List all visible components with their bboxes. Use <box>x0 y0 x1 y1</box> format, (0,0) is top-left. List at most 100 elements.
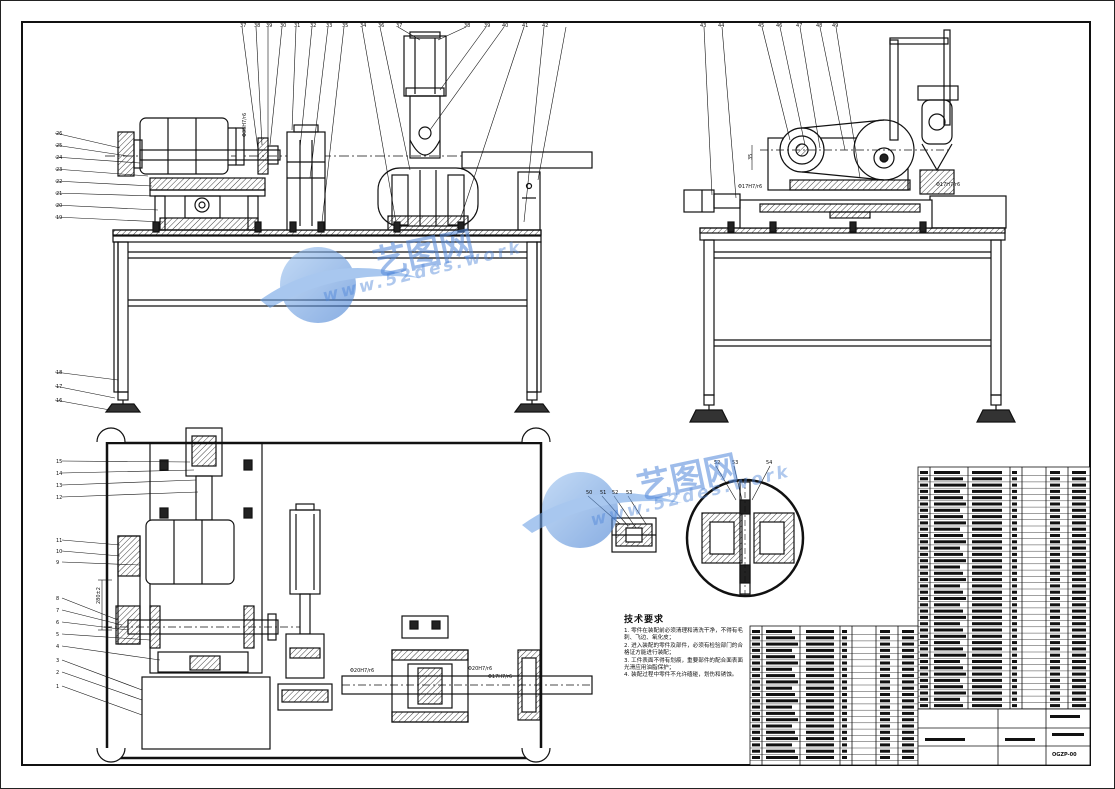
bom-cell <box>925 738 965 741</box>
bom-cell <box>920 678 928 682</box>
bom-cell <box>766 680 798 684</box>
bom-cell <box>1050 603 1060 607</box>
bom-cell <box>752 737 760 741</box>
bom-cell <box>934 571 963 575</box>
bom-cell <box>934 483 966 487</box>
bom-cell <box>920 647 928 651</box>
bom-cell <box>842 648 847 652</box>
bom-cell <box>1012 477 1017 481</box>
bom-cell <box>766 749 795 753</box>
tech-line-4: 4. 装配过程中零件不允许磕碰，划伤和锈蚀。 <box>624 672 738 679</box>
bom-cell <box>842 705 847 709</box>
bom-cell <box>934 527 960 531</box>
bom-cell <box>1012 584 1017 588</box>
callout-label: 38 <box>464 23 470 29</box>
bom-cell <box>880 749 890 753</box>
callout-label: 47 <box>796 23 802 29</box>
bom-cell <box>934 578 966 582</box>
bom-cell <box>902 730 914 734</box>
bom-cell <box>752 705 760 709</box>
bom-cell <box>1072 546 1086 550</box>
bom-cell <box>1050 641 1060 645</box>
fit-label: Φ17H7/r6 <box>936 182 960 188</box>
bom-cell <box>842 737 847 741</box>
bom-cell <box>1072 634 1086 638</box>
bom-cell <box>934 666 963 670</box>
callout-label: 53 <box>626 490 632 496</box>
callout-label: 35 <box>342 23 348 29</box>
bom-cell <box>752 756 760 759</box>
bom-cell <box>1050 559 1060 563</box>
bom-cell <box>920 609 928 613</box>
bom-cell <box>920 660 928 663</box>
bom-cell <box>1050 660 1060 663</box>
bom-cell <box>752 699 760 703</box>
bom-cell <box>972 471 1002 474</box>
bom-cell <box>806 749 834 753</box>
bom-cell <box>1050 715 1080 718</box>
bom-cell <box>920 527 928 531</box>
bom-cell <box>972 477 1002 481</box>
bom-cell <box>972 672 1002 676</box>
bom-cell <box>880 648 890 652</box>
bom-cell <box>920 634 928 638</box>
bom-cell <box>842 699 847 703</box>
bom-cell <box>880 630 890 633</box>
bom-cell <box>1012 691 1017 695</box>
callout-label: 25 <box>56 143 62 149</box>
bom-cell <box>934 615 966 619</box>
bom-cell <box>1012 678 1017 682</box>
bom-cell <box>972 527 1002 531</box>
bom-cell <box>1012 546 1017 550</box>
bom-cell <box>842 693 847 696</box>
bom-cell <box>920 628 928 632</box>
bom-cell <box>842 674 847 678</box>
dimension-label: 280±2 <box>96 587 102 604</box>
callout-label: 44 <box>718 23 724 29</box>
bom-cell <box>1050 615 1060 619</box>
callout-label: 49 <box>832 23 838 29</box>
callout-label: 36 <box>378 23 384 29</box>
callout-label: 33 <box>326 23 332 29</box>
callout-label: 19 <box>56 215 62 221</box>
bom-cell <box>1050 647 1060 651</box>
bom-cell <box>920 685 928 689</box>
bom-cell <box>766 648 792 652</box>
bom-cell <box>934 540 966 544</box>
bom-cell <box>806 693 834 696</box>
bom-cell <box>880 655 890 659</box>
bom-cell <box>920 515 928 519</box>
bom-cell <box>842 667 847 671</box>
bom-cell <box>1050 546 1060 550</box>
bom-cell <box>1050 685 1060 689</box>
fit-label: Φ35H7/r6 <box>242 113 248 137</box>
callout-label: 38 <box>254 23 260 29</box>
bom-cell <box>1012 672 1017 676</box>
bom-cell <box>934 704 963 708</box>
bom-cell <box>972 660 1002 663</box>
bom-cell <box>766 705 792 709</box>
bom-cell <box>842 756 847 759</box>
bom-cell <box>1050 527 1060 531</box>
bom-cell <box>972 534 1002 537</box>
bom-cell <box>1072 521 1086 525</box>
bom-cell <box>766 674 795 678</box>
bom-cell <box>1050 628 1060 632</box>
bom-cell <box>1050 477 1060 481</box>
bom-cell <box>972 597 1002 600</box>
bom-cell <box>806 724 834 728</box>
tech-line-3: 3. 工件表面不得有划痕，重要部件的配合面表面光滑应用油脂保护； <box>624 657 743 672</box>
callout-label: 21 <box>56 191 62 197</box>
bom-cell <box>1050 508 1060 512</box>
bom-cell <box>1050 489 1060 493</box>
bom-cell <box>752 730 760 734</box>
bom-cell <box>972 622 1002 626</box>
bom-cell <box>1012 641 1017 645</box>
bom-cell <box>1012 571 1017 575</box>
bom-cell <box>1072 647 1086 651</box>
bom-cell <box>806 636 834 640</box>
bom-cell <box>1072 691 1086 695</box>
bom-cell <box>972 496 1002 500</box>
bom-cell <box>972 628 1002 632</box>
bom-cell <box>902 711 914 715</box>
